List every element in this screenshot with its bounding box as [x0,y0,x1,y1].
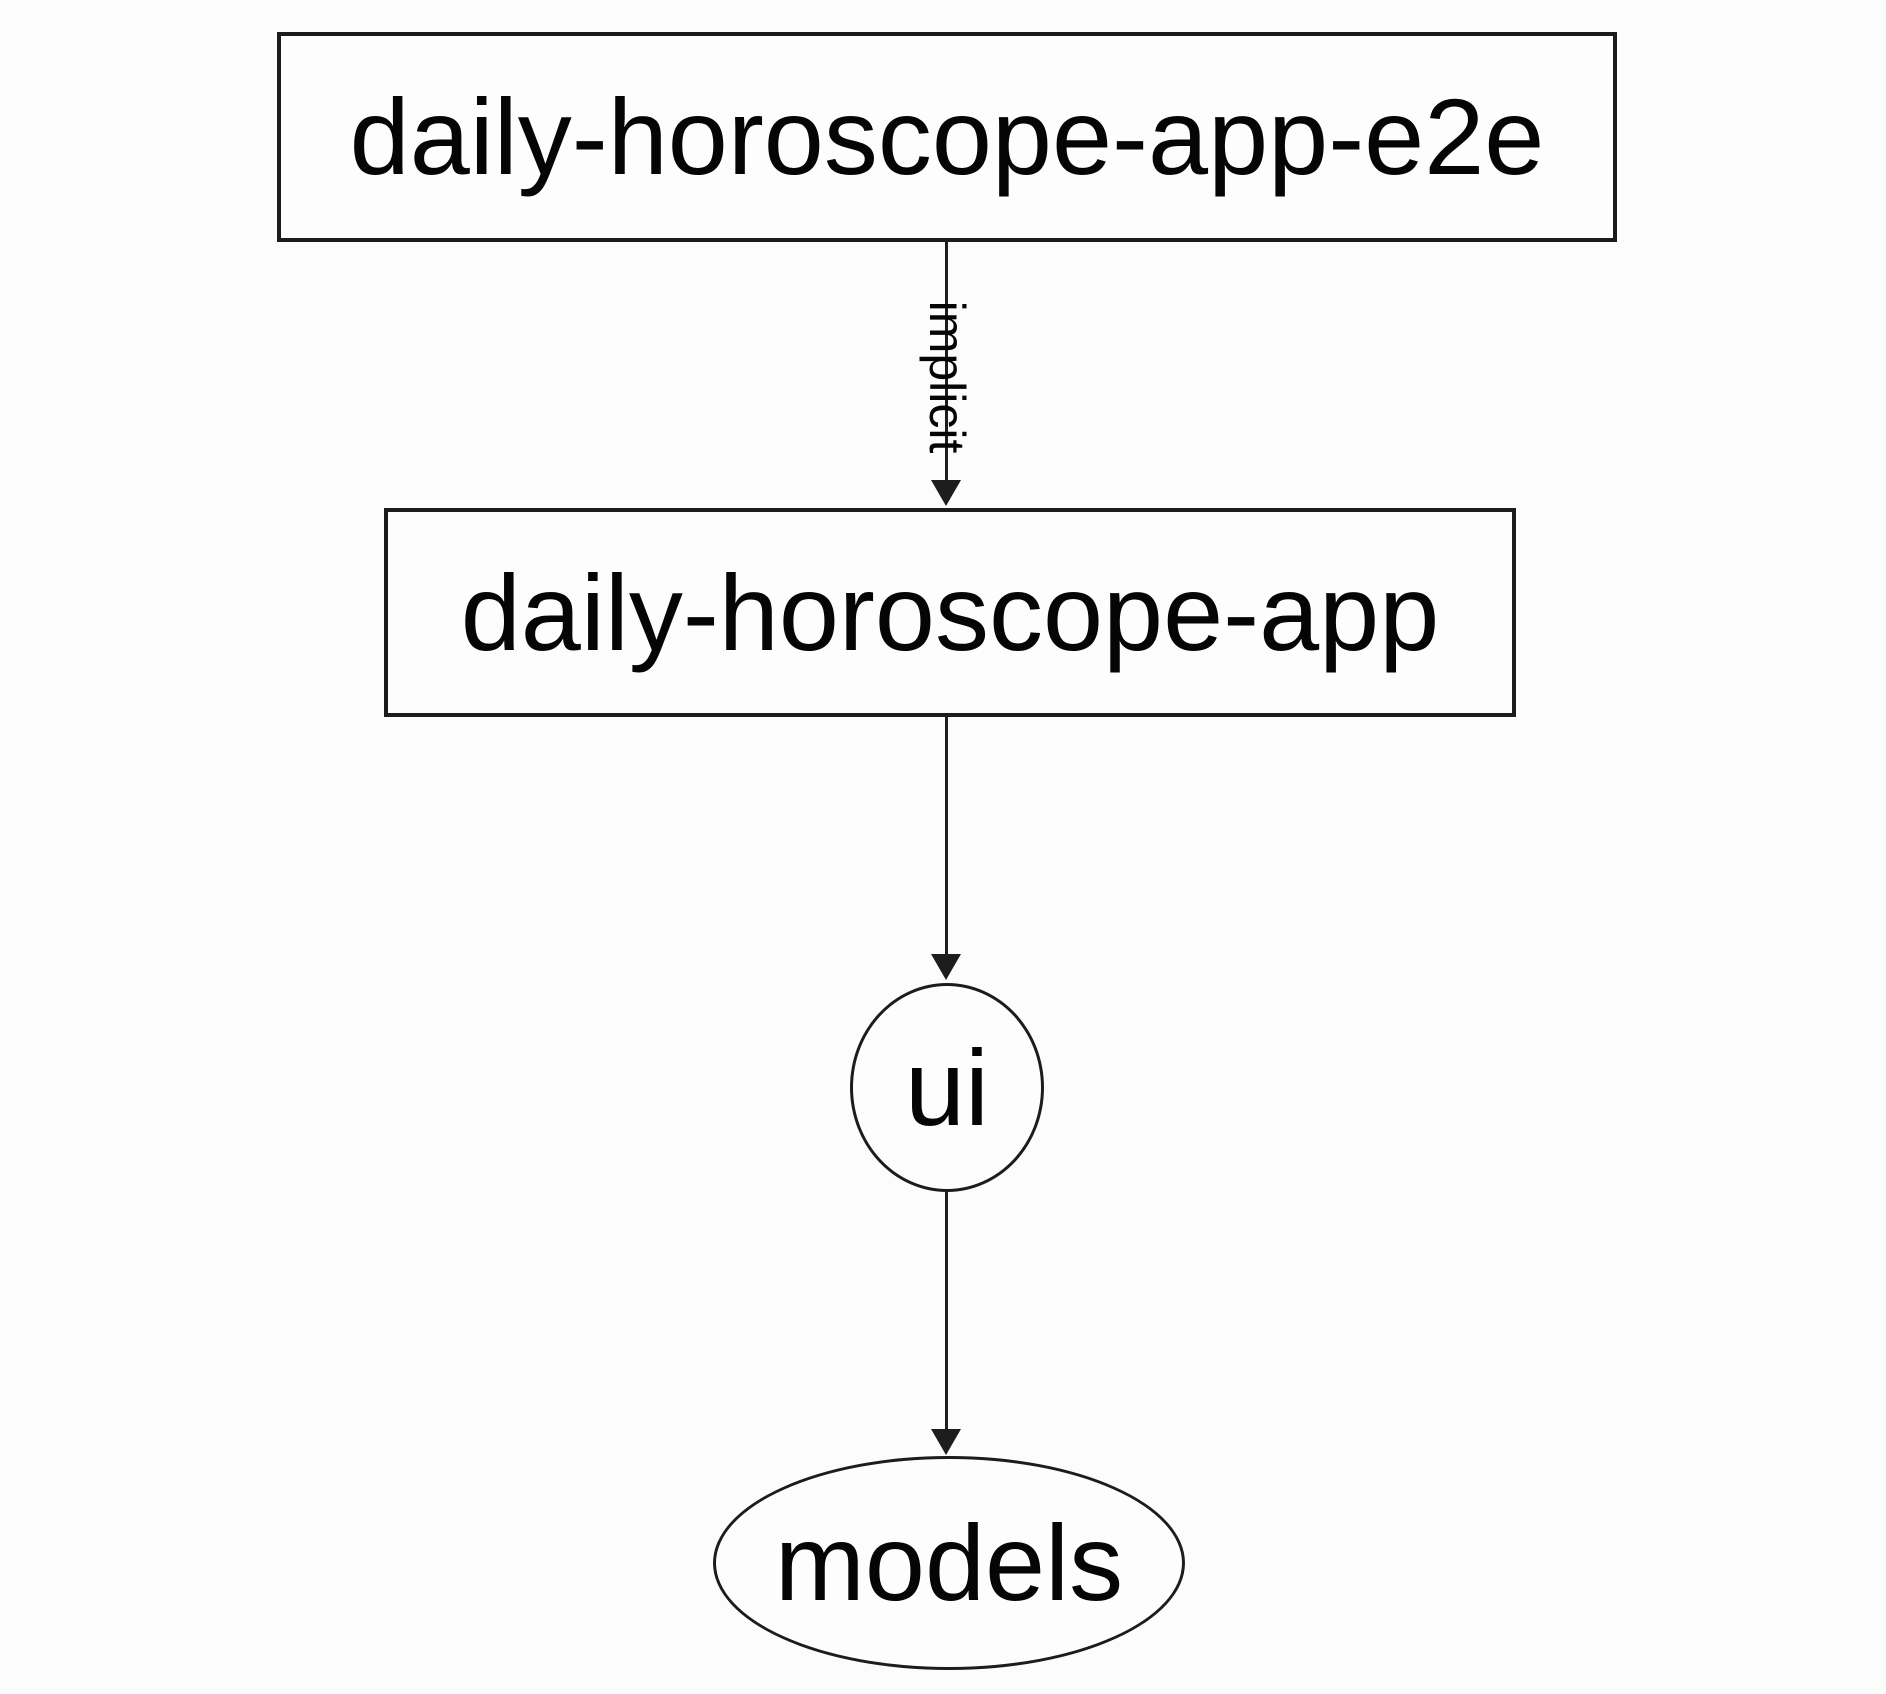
node-label: daily-horoscope-app-e2e [349,76,1545,197]
edge-line-ui-to-models [945,1192,948,1430]
node-models[interactable]: models [713,1456,1185,1670]
node-daily-horoscope-app[interactable]: daily-horoscope-app [384,508,1516,717]
node-daily-horoscope-app-e2e[interactable]: daily-horoscope-app-e2e [277,32,1617,242]
edge-line-app-to-ui [945,717,948,955]
node-label: ui [904,1026,990,1148]
edge-line-e2e-to-app [945,242,948,482]
node-label: models [774,1502,1124,1623]
node-ui[interactable]: ui [850,983,1044,1192]
node-label: daily-horoscope-app [460,551,1440,673]
edge-label-implicit: implicit [919,300,975,454]
arrowhead-down-icon [931,480,961,506]
arrowhead-down-icon [931,1429,961,1455]
arrowhead-down-icon [931,954,961,980]
